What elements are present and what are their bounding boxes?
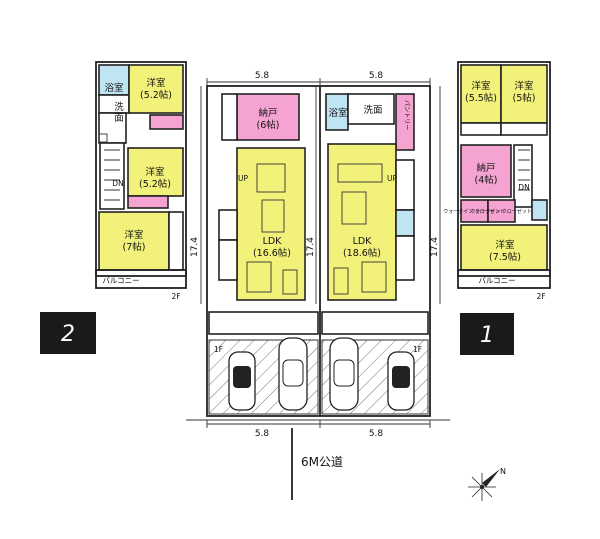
lot1-tv-stand [333,267,349,295]
lot1-floor1-label: 1F [413,345,422,354]
depth-b: 17.4 [306,237,316,257]
lot1-toilet-1f [395,209,415,237]
depth-c: 17.4 [430,237,440,257]
lot2-entrance-stair [221,93,238,141]
lot1-walkin-a-label: ウォークイン クローゼット [443,208,505,215]
lot2-number: 2 [61,322,75,347]
lot1-toilet-2f [531,199,548,221]
north-label: N [500,467,506,476]
lot1-stair-1f [395,159,415,211]
lot1-number-badge [460,313,514,355]
lot2-kitchen [256,163,286,193]
lot2-room-a-size: (5.2帖) [140,89,172,101]
lot1-washroom-label: 洗面 [363,104,382,116]
lot1-approach [321,311,429,335]
lot1-ldk-name: LDK [353,236,373,247]
width-bottom-left: 5.8 [255,429,270,439]
lot1-pantry [395,93,415,151]
lot1-room-a-name: 洋室 [471,80,490,92]
lot2-up-label: UP [238,174,248,183]
lot2-balcony-label: バルコニー [102,276,139,285]
lot1-dining-table [341,191,367,225]
lot1-up-label: UP [387,174,397,183]
lot1-balcony-label: バルコニー [478,276,515,285]
depth-a: 17.4 [190,237,200,257]
lot1-closet-b [500,122,548,136]
lot1-hall-1f [395,235,415,281]
lot2-room-b-name: 洋室 [145,166,164,178]
lot2-ldk-name: LDK [263,236,283,247]
lot2-car-b [278,337,308,411]
lot2-sofa [246,261,272,293]
lot2-closet-c [168,211,184,271]
lot1-balcony [457,269,551,289]
lot1-western-room-c [460,224,548,271]
lot2-approach [208,311,319,335]
lot2-floor1-plan [208,93,319,335]
lot1-room-c-name: 洋室 [495,239,514,251]
lot2-room-b-size: (5.2帖) [139,178,171,190]
lot1-room-a-size: (5.5帖) [465,92,497,104]
lot1-room-b-name: 洋室 [514,80,533,92]
lot2-car-a [228,351,256,411]
lot1-car-b [387,351,415,411]
lot1-floor1-plan [321,93,429,335]
lot2-storage-size: (6帖) [257,119,280,131]
lot2-ldk-size: (16.6帖) [253,247,291,259]
lot2-floor2-label: 2F [171,292,180,301]
lot1-storage-2f [460,144,512,198]
lot2-closet-b [127,195,169,209]
site-boundary [206,85,431,417]
lot2-room-c-name: 洋室 [124,229,143,241]
lot2-down-label: DN [112,179,123,188]
lot1-number: 1 [480,323,494,348]
lot1-washroom [347,93,395,125]
lot1-storage-2f-size: (4帖) [475,174,498,186]
bottom-dimension-lines [186,419,450,500]
lot1-closet-a [460,122,502,136]
lot1-sofa [361,261,387,293]
compass-icon [468,469,500,501]
lot1-room-b-size: (5帖) [513,92,536,104]
lot2-western-room-c [98,211,170,271]
lot1-stair-2f [513,144,533,208]
lot2-room-c-size: (7帖) [123,241,146,253]
width-top-right: 5.8 [369,71,384,81]
lot2-floor2-plan [95,61,187,289]
lot1-bath-label: 浴室 [328,107,347,119]
lot2-number-badge [40,312,96,354]
lot2-hall-1f [218,239,238,281]
lot1-walkin-b-label: ウォークイン クローゼット [470,208,532,215]
top-dimension-lines [206,78,431,86]
lot1-down-label: DN [518,183,529,192]
lot1-floor2-label: 2F [536,292,545,301]
width-top-left: 5.8 [255,71,270,81]
depth-dimension-lines [200,86,441,304]
lot2-dining-table [261,199,285,233]
lot1-room-c-size: (7.5帖) [489,251,521,263]
road-label: 6M公道 [301,455,343,469]
lot2-storage-name: 納戸 [258,107,277,119]
lot2-floor1-label: 1F [214,345,223,354]
lot1-storage-2f-name: 納戸 [476,162,495,174]
lot2-washroom-label-2: 面 [114,113,124,124]
lot2-tv-stand [282,269,298,295]
lot2-toilet-1f [218,209,238,241]
width-bottom-right: 5.8 [369,429,384,439]
lot1-ldk-size: (18.6帖) [343,247,381,259]
lot2-bath-label: 浴室 [104,82,123,94]
lot1-car-a [329,337,359,411]
lot1-kitchen [337,163,383,183]
lot2-room-a-name: 洋室 [146,77,165,89]
lot2-western-room-a [128,64,184,114]
lot2-stair-2f [99,142,125,210]
lot2-balcony [95,269,187,289]
lot1-floor2-plan [457,61,551,289]
lot1-walkin-closet-b [487,199,516,223]
lot2-washroom-label-1: 洗 [114,101,124,113]
lot1-pantry-label: パントリー [403,100,410,130]
lot1-western-room-b [500,64,548,124]
lot2-closet-a [149,114,184,130]
